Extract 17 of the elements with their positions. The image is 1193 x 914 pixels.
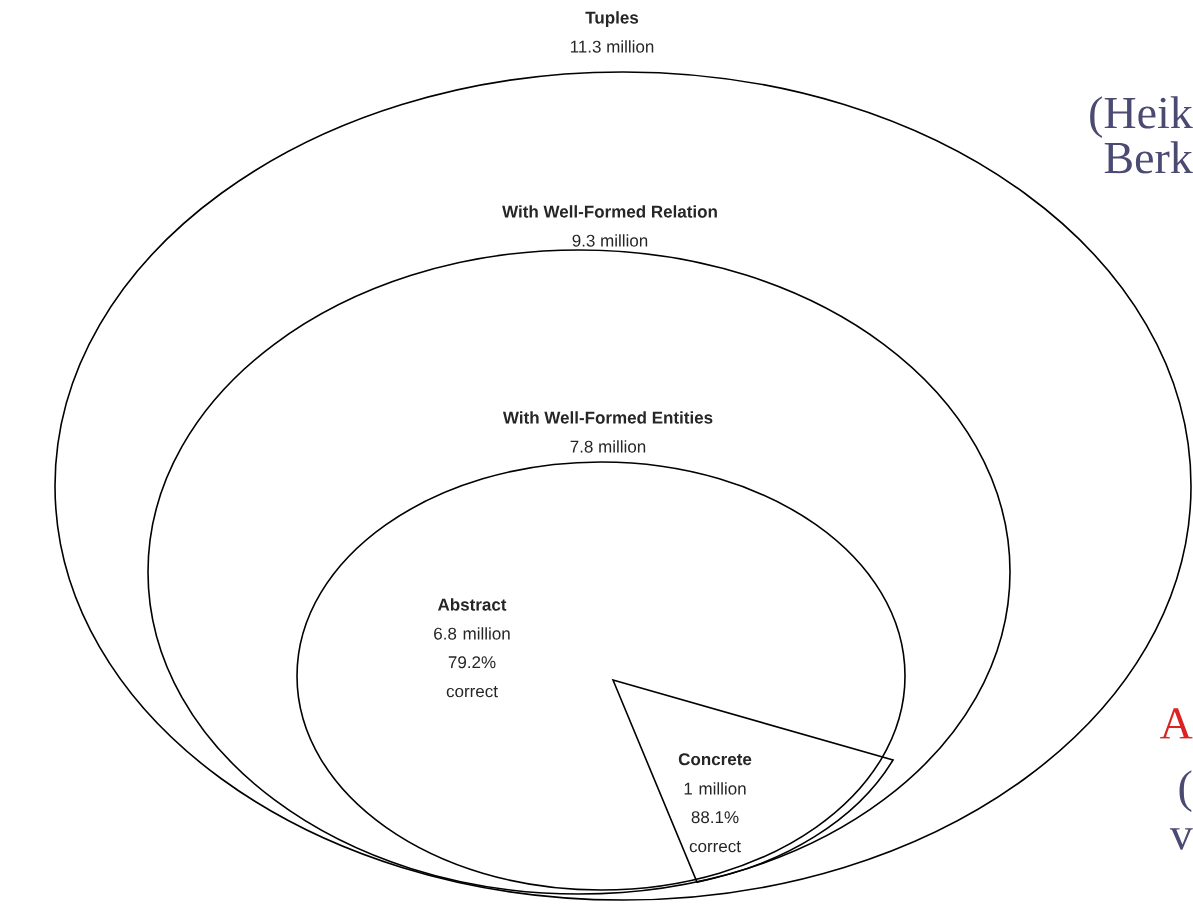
slide-text: A [1160,708,1193,739]
value-text: 88.1% correct [689,811,741,853]
value-text: 1 million [684,782,746,795]
heading: With Well-Formed Relation [502,205,717,218]
value-text: 79.2% correct [446,656,498,698]
heading: Tuples [585,11,639,28]
slide-text: ( [1179,770,1192,812]
slide-text: Berk [1104,141,1193,174]
heading: Concrete [678,753,752,766]
value-text: 6.8 million [434,627,510,640]
heading: Abstract [437,598,507,611]
heading: With Well-Formed Entities [502,411,713,424]
value-text: 7.8 million [570,440,646,453]
value-text: 9.3 million [572,234,648,247]
slide-text: (Heik [1090,96,1193,138]
value-text: 11.3 million [570,40,654,53]
slide-text: v [1169,828,1193,850]
